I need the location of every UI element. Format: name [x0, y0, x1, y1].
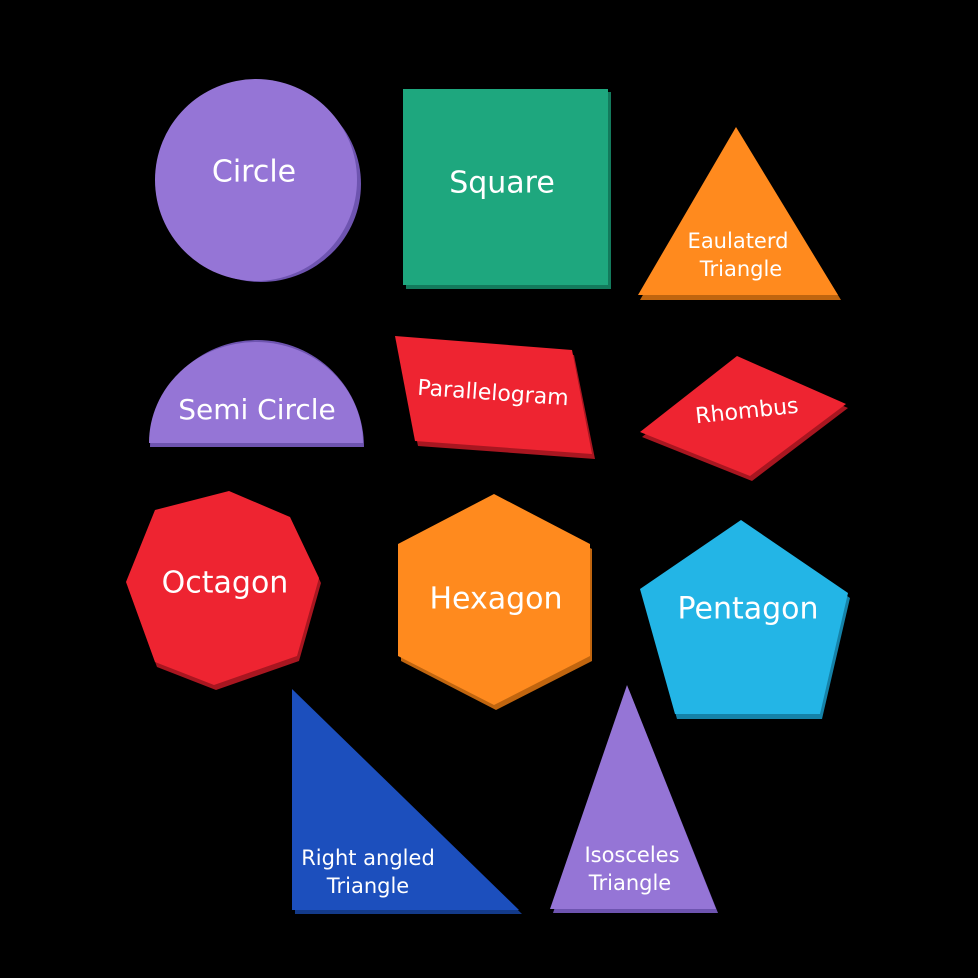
octagon-label: Octagon	[162, 566, 289, 601]
equilateral-triangle-label-line2: Triangle	[699, 257, 782, 281]
hexagon-label: Hexagon	[429, 582, 562, 617]
pentagon-shape: Pentagon	[640, 520, 850, 719]
isosceles-triangle-label-line2: Triangle	[588, 871, 671, 895]
square-shape: Square	[403, 89, 611, 289]
parallelogram-face	[395, 336, 592, 454]
parallelogram-shape: Parallelogram	[395, 336, 595, 459]
square-label: Square	[449, 166, 555, 201]
equilateral-triangle-label-line1: Eaulaterd	[688, 229, 789, 253]
octagon-shape: Octagon	[126, 491, 321, 690]
circle-label: Circle	[212, 155, 296, 190]
circle-face	[155, 79, 357, 281]
equilateral-triangle-shape: Eaulaterd Triangle	[638, 127, 841, 300]
hexagon-shape: Hexagon	[398, 494, 592, 710]
circle-shape: Circle	[155, 79, 361, 282]
semi-circle-shape: Semi Circle	[149, 340, 364, 447]
rhombus-face	[640, 356, 846, 476]
right-angled-triangle-label-line2: Triangle	[326, 874, 409, 898]
isosceles-triangle-face	[550, 685, 716, 909]
octagon-face	[126, 491, 319, 685]
semi-circle-face	[149, 342, 363, 443]
right-angled-triangle-label-line1: Right angled	[301, 846, 435, 870]
rhombus-shape: Rhombus	[640, 356, 848, 481]
semi-circle-label: Semi Circle	[178, 393, 336, 426]
equilateral-triangle-face	[638, 127, 838, 295]
square-face	[403, 89, 608, 285]
isosceles-triangle-shape: Isosceles Triangle	[550, 685, 718, 913]
isosceles-triangle-label-line1: Isosceles	[584, 843, 679, 867]
hexagon-face	[398, 494, 590, 705]
right-angled-triangle-shape: Right angled Triangle	[292, 689, 522, 914]
right-angled-triangle-face	[292, 689, 519, 910]
pentagon-face	[640, 520, 848, 714]
pentagon-label: Pentagon	[677, 592, 818, 627]
